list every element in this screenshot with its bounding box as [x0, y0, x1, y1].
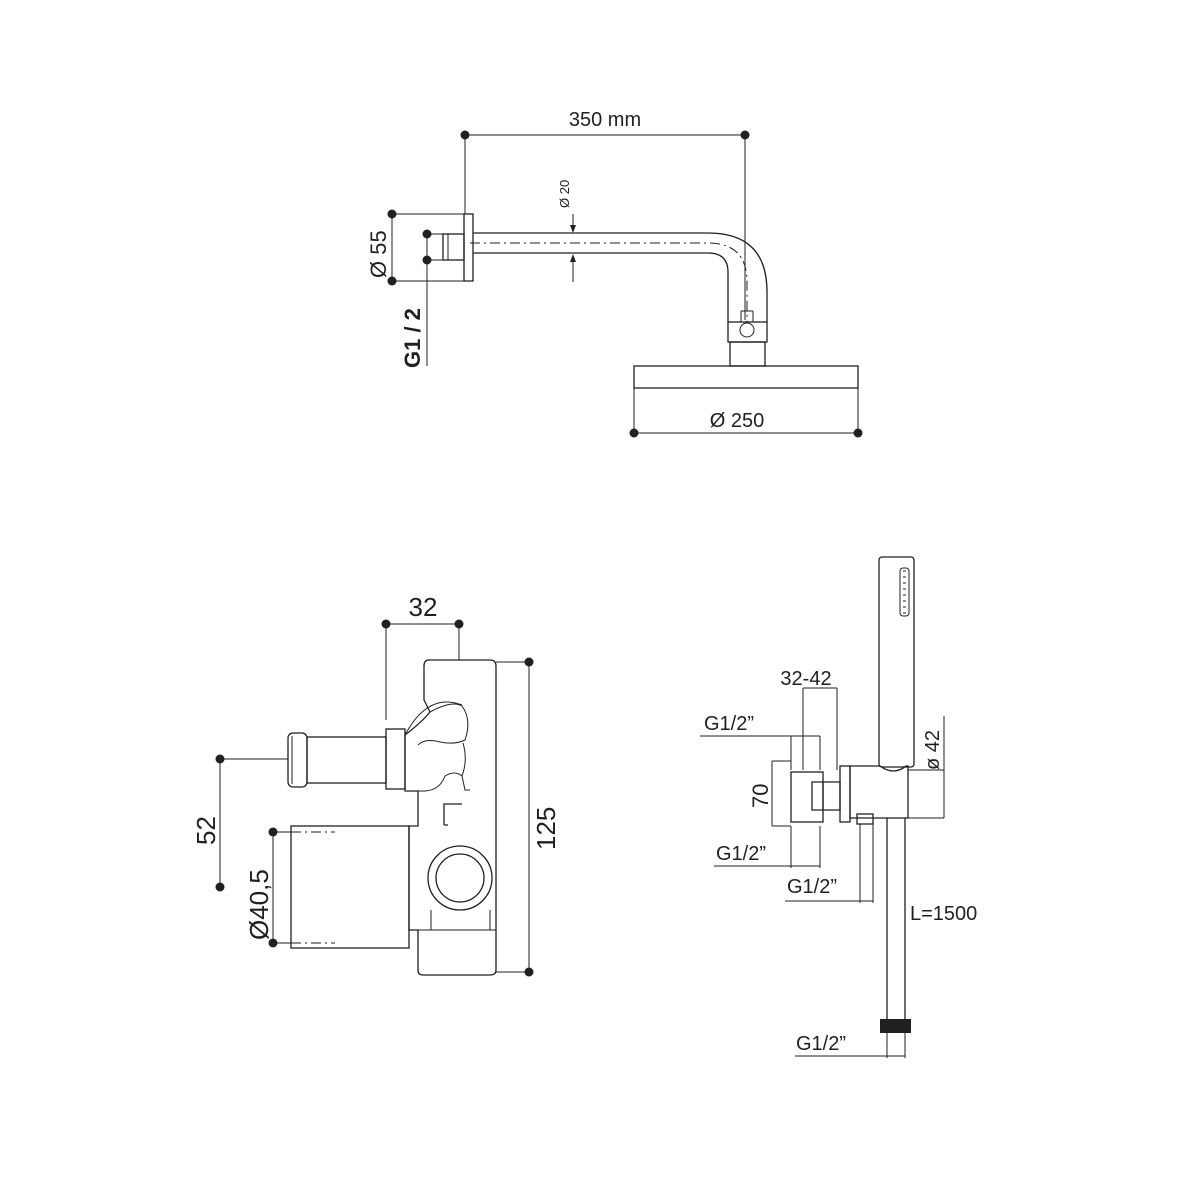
pipe-diameter-label: Ø 20	[557, 180, 572, 208]
outlet-ring	[427, 845, 493, 911]
hose-length-label: L=1500	[910, 903, 977, 925]
thread-nipple	[442, 233, 465, 261]
wall-plate	[839, 765, 851, 823]
hose-nut	[880, 1019, 911, 1033]
head-diameter-label: Ø 250	[710, 410, 764, 432]
diameter-42-label: ø 42	[922, 730, 944, 770]
body-width-label: 32	[409, 592, 438, 622]
body-offset-label: 52	[191, 816, 221, 845]
thread-outlet-label: G1/2”	[787, 876, 837, 898]
arm-length-label: 350 mm	[569, 109, 641, 131]
mixer-body-drawing: 32 125 52	[191, 592, 561, 977]
flange-diameter-label: Ø 55	[366, 230, 391, 278]
shower-head	[633, 365, 859, 389]
thread-label: G1 / 2	[400, 308, 425, 368]
wall-flange	[463, 213, 474, 282]
thread-bottom-label: G1/2”	[796, 1033, 846, 1055]
shower-arm-drawing: 350 mm Ø 20 Ø 250	[366, 109, 863, 438]
mixer-body-outline	[404, 659, 497, 976]
range-label: 32-42	[780, 668, 831, 690]
body-height-label: 125	[531, 807, 561, 850]
arm-pipe-inner	[473, 252, 729, 322]
ball-joint	[727, 321, 768, 343]
body-diameter-label: Ø40,5	[244, 869, 274, 940]
hand-shower-handle	[878, 556, 915, 768]
spindle	[306, 736, 387, 784]
shower-holder	[849, 765, 909, 819]
cover-sleeve	[290, 825, 410, 949]
valve-block	[790, 771, 824, 823]
thread-mid-label: G1/2”	[716, 843, 766, 865]
hand-shower-drawing: 32-42 G1/2” 70 ø 42 G1/2” G1/2” L=1500 G…	[700, 556, 977, 1058]
height-70-label: 70	[748, 784, 773, 808]
spindle-flange	[385, 728, 406, 790]
thread-top-label: G1/2”	[704, 713, 754, 735]
arm-pipe-outer	[473, 232, 768, 322]
